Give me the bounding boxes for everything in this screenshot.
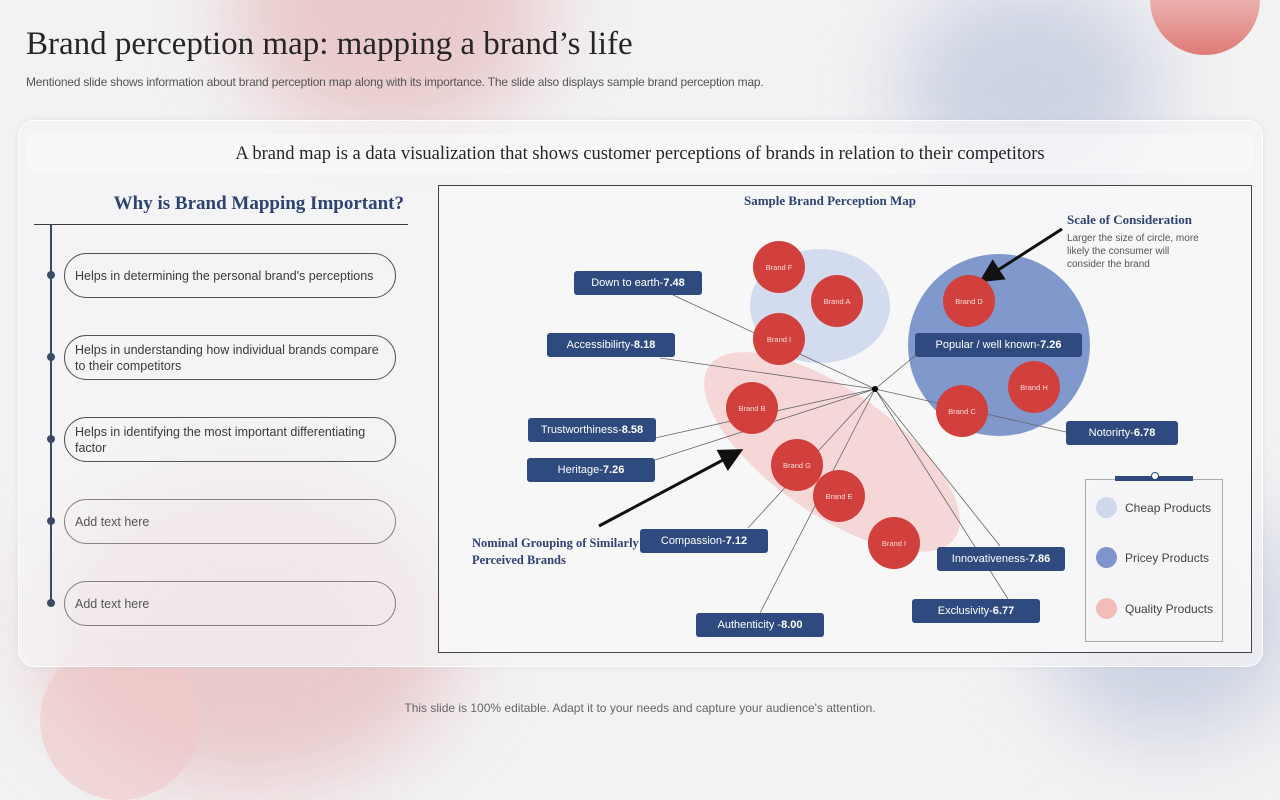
attribute-label: Down to earth-7.48 xyxy=(574,271,702,295)
timeline-dot xyxy=(47,517,55,525)
legend-pin-icon xyxy=(1151,472,1159,480)
brand-bubble: Brand F xyxy=(753,241,805,293)
legend-item-pricey: Pricey Products xyxy=(1096,547,1209,568)
scale-title: Scale of Consideration xyxy=(1067,212,1192,227)
attribute-label: Accessibilirty-8.18 xyxy=(547,333,675,357)
slide-title: Brand perception map: mapping a brand’s … xyxy=(26,26,633,62)
decorative-circle xyxy=(1150,0,1260,55)
brand-bubble: Brand G xyxy=(771,439,823,491)
map-title: Sample Brand Perception Map xyxy=(744,193,917,208)
definition-banner: A brand map is a data visualization that… xyxy=(26,134,1254,174)
timeline-dot xyxy=(47,599,55,607)
attribute-label: Trustworthiness-8.58 xyxy=(528,418,656,442)
timeline-line xyxy=(50,224,52,605)
timeline-dot xyxy=(47,435,55,443)
attribute-label: Compassion-7.12 xyxy=(640,529,768,553)
timeline-dot xyxy=(47,271,55,279)
circle-swatch-icon xyxy=(1096,497,1117,518)
brand-bubble: Brand I xyxy=(753,313,805,365)
brand-bubble: Brand E xyxy=(813,470,865,522)
attribute-label: Innovativeness-7.86 xyxy=(937,547,1065,571)
circle-swatch-icon xyxy=(1096,598,1117,619)
brand-bubble: Brand H xyxy=(1008,361,1060,413)
importance-item: Helps in understanding how individual br… xyxy=(64,335,396,380)
legend-item-quality: Quality Products xyxy=(1096,598,1213,619)
footer-note: This slide is 100% editable. Adapt it to… xyxy=(404,701,876,715)
timeline-dot xyxy=(47,353,55,361)
attribute-label: Authenticity -8.00 xyxy=(696,613,824,637)
brand-bubble: Brand A xyxy=(811,275,863,327)
nominal-grouping-label: Nominal Grouping of Similarly Perceived … xyxy=(472,536,639,567)
importance-item: Helps in identifying the most important … xyxy=(64,417,396,462)
attribute-label: Popular / well known-7.26 xyxy=(915,333,1082,357)
brand-bubble: Brand I xyxy=(868,517,920,569)
attribute-label: Notorirty-6.78 xyxy=(1066,421,1178,445)
importance-item: Helps in determining the personal brand'… xyxy=(64,253,396,298)
slide-subtitle: Mentioned slide shows information about … xyxy=(26,75,764,89)
background-blob xyxy=(230,0,550,140)
placeholder-item[interactable]: Add text here xyxy=(64,499,396,544)
brand-bubble: Brand C xyxy=(936,385,988,437)
divider xyxy=(34,224,408,225)
circle-swatch-icon xyxy=(1096,547,1117,568)
legend-item-cheap: Cheap Products xyxy=(1096,497,1211,518)
scale-description: Larger the size of circle, more likely t… xyxy=(1067,233,1199,270)
attribute-label: Exclusivity-6.77 xyxy=(912,599,1040,623)
brand-bubble: Brand D xyxy=(943,275,995,327)
why-heading: Why is Brand Mapping Important? xyxy=(113,193,404,214)
attribute-label: Heritage-7.26 xyxy=(527,458,655,482)
placeholder-item[interactable]: Add text here xyxy=(64,581,396,626)
brand-bubble: Brand B xyxy=(726,382,778,434)
